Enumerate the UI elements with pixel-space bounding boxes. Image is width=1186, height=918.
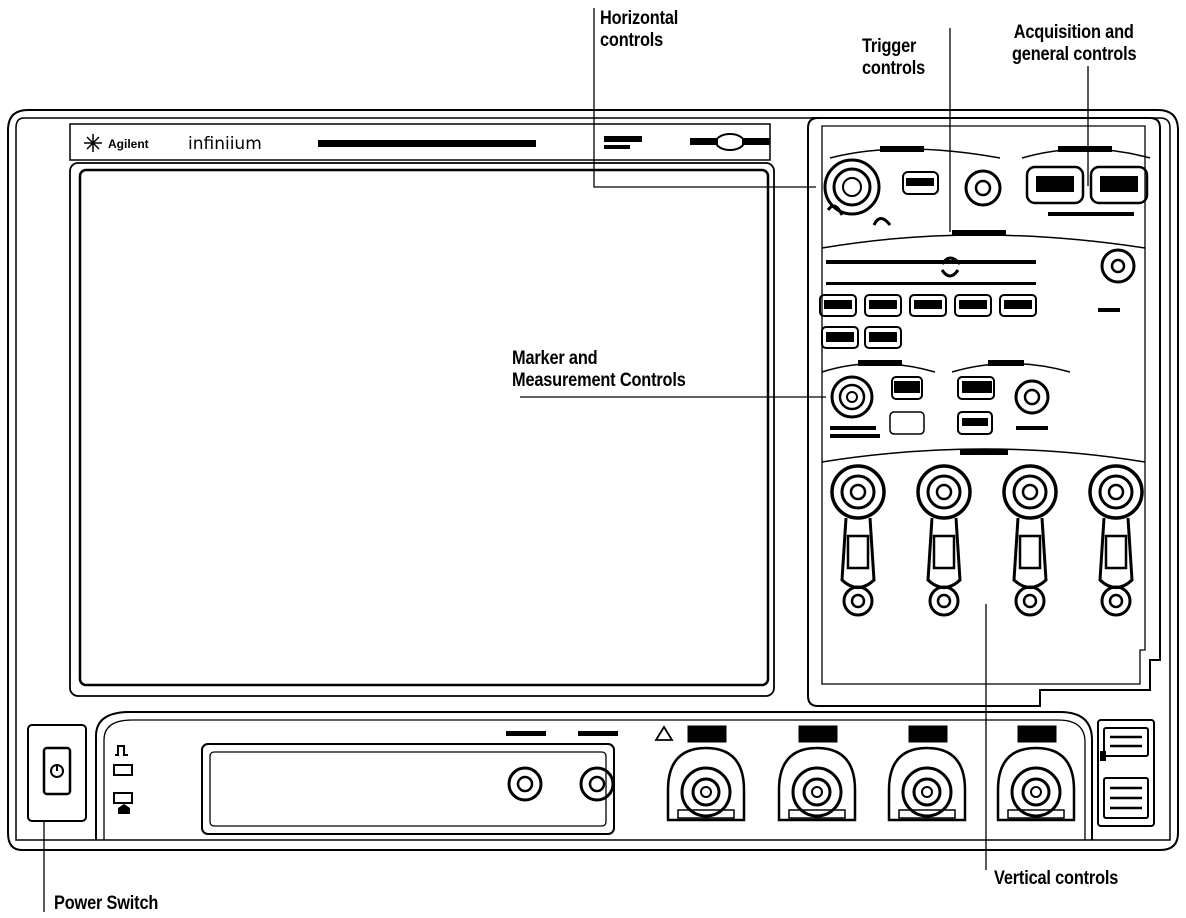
marker-knob	[830, 375, 874, 419]
channel-2-controls	[916, 464, 972, 617]
trigger-level-knob	[1100, 248, 1136, 284]
intensity-knob	[1014, 379, 1050, 415]
acquisition-controls-callout: Acquisition and general controls	[1012, 22, 1137, 65]
power-switch-callout: Power Switch	[54, 893, 159, 914]
aux-out-bnc	[507, 766, 543, 802]
horizontal-controls-callout: Horizontal controls	[600, 8, 679, 51]
instrument-body	[7, 109, 1179, 851]
front-aux-panel	[201, 743, 615, 835]
marker-measurement-callout: Marker and Measurement Controls	[512, 348, 686, 391]
power-switch-housing	[27, 724, 87, 822]
power-switch	[42, 746, 72, 796]
brand-label: Agilent	[108, 137, 149, 151]
run-stop-button	[1025, 165, 1085, 205]
usb-panel	[1097, 719, 1155, 827]
channel-1-controls	[830, 464, 886, 617]
horizontal-scale-knob	[823, 158, 881, 216]
horizontal-leader-line	[593, 8, 816, 188]
trigger-controls-callout: Trigger controls	[862, 36, 926, 79]
horizontal-position-knob	[964, 169, 1002, 207]
single-button	[1089, 165, 1149, 205]
delay-zoom-button	[902, 171, 939, 195]
channel-2-input	[777, 725, 857, 822]
display-screen	[78, 168, 770, 687]
vertical-controls-callout: Vertical controls	[994, 868, 1119, 889]
channel-4-controls	[1088, 464, 1144, 617]
channel-1-input	[666, 725, 746, 822]
control-panel	[807, 117, 1161, 707]
channel-3-input	[887, 725, 967, 822]
product-label: infiniium	[188, 134, 262, 154]
display-bezel	[69, 162, 775, 697]
agilent-logo-icon	[84, 134, 102, 152]
channel-3-controls	[1002, 464, 1058, 617]
lower-bezel	[95, 711, 1093, 840]
trig-out-bnc	[579, 766, 615, 802]
channel-4-input	[996, 725, 1076, 822]
